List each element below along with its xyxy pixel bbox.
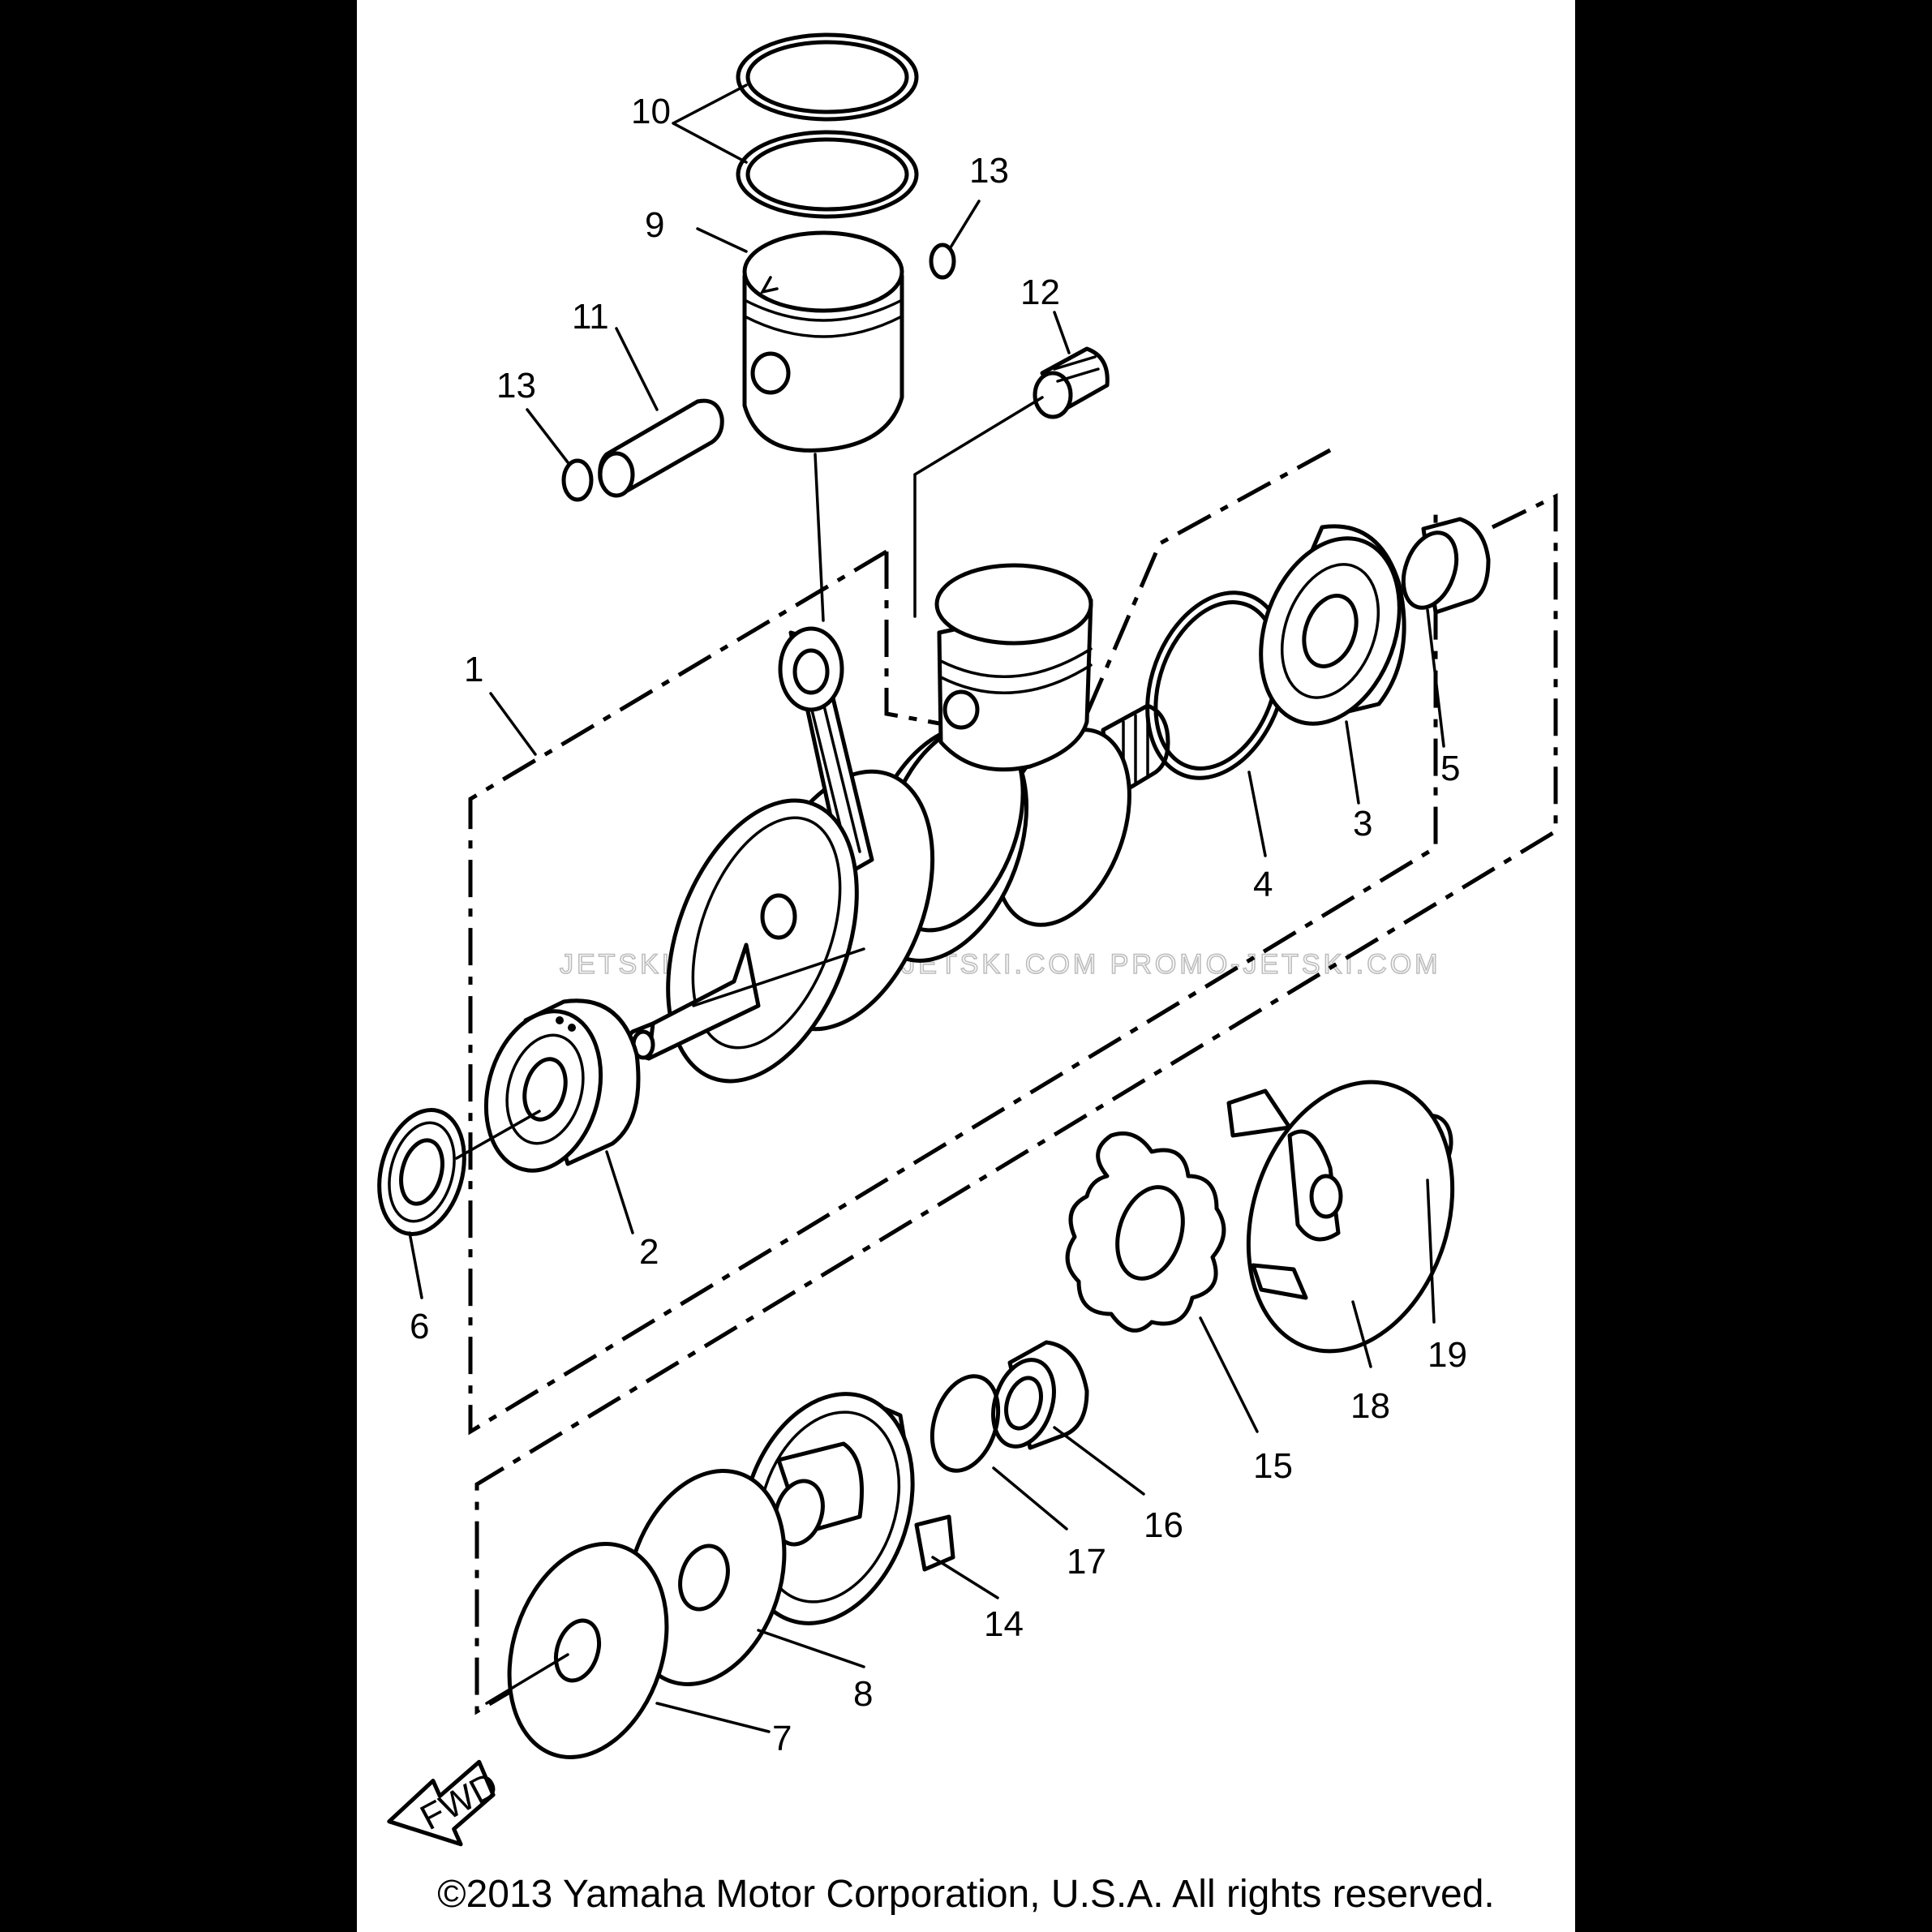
- callout-7: 7: [772, 1719, 792, 1758]
- outer-boundary: [474, 493, 1558, 1715]
- callout-12: 12: [1020, 273, 1060, 312]
- callout-8: 8: [853, 1674, 873, 1714]
- callout-13-left: 13: [496, 366, 536, 406]
- piston-pin-11: [598, 398, 724, 498]
- callout-15: 15: [1253, 1446, 1293, 1486]
- fwd-label: FWD: [414, 1765, 504, 1838]
- callout-1: 1: [464, 650, 483, 689]
- assembly-1-boundary: [468, 511, 1438, 1436]
- bearing-2: [483, 998, 641, 1173]
- leader-piston-rod: [814, 453, 825, 622]
- piston-9: [742, 230, 904, 453]
- crankshaft-assembly-1: [626, 563, 1170, 1084]
- callout-5: 5: [1440, 749, 1460, 788]
- callout-9: 9: [645, 205, 664, 245]
- watermark-line: [692, 947, 865, 1007]
- copyright-notice: ©2013 Yamaha Motor Corporation, U.S.A. A…: [437, 1873, 1495, 1916]
- callout-18: 18: [1350, 1386, 1390, 1426]
- circlip-13-left: [561, 458, 594, 502]
- leader-bearing-rod: [913, 396, 1044, 618]
- callout-19: 19: [1428, 1335, 1467, 1375]
- washer-7: [485, 1541, 669, 1760]
- callout-10: 10: [631, 92, 671, 131]
- callout-14: 14: [984, 1604, 1024, 1644]
- callout-17: 17: [1067, 1542, 1106, 1582]
- coupling-18: [1226, 1080, 1455, 1354]
- collar-16: [991, 1340, 1089, 1450]
- callout-6: 6: [410, 1307, 429, 1346]
- callout-numbers: 10 9 13 12 11 13 1 4 3 5 2 6 7 8 14 17 1…: [410, 92, 1467, 1758]
- o-ring-17: [930, 1374, 1001, 1473]
- crank-group-boundary: [884, 448, 1332, 728]
- needle-bearing-12: [1033, 346, 1110, 419]
- callout-4: 4: [1253, 865, 1273, 904]
- callout-13-top: 13: [969, 151, 1009, 191]
- callout-2: 2: [639, 1232, 659, 1272]
- piston-rings: [736, 32, 919, 219]
- bearing-3: [1259, 524, 1406, 726]
- fwd-arrow-icon: FWD: [387, 1759, 504, 1847]
- circlip-13-top: [929, 243, 956, 280]
- sleeve-5: [1401, 517, 1491, 615]
- oil-seal-6: [377, 1108, 466, 1236]
- leader-seal-bearing: [455, 1110, 541, 1160]
- leader-lines: [408, 84, 1445, 1733]
- callout-11: 11: [572, 297, 609, 337]
- damper-15: [1065, 1131, 1226, 1333]
- callout-16: 16: [1144, 1505, 1183, 1545]
- callout-3: 3: [1353, 804, 1372, 844]
